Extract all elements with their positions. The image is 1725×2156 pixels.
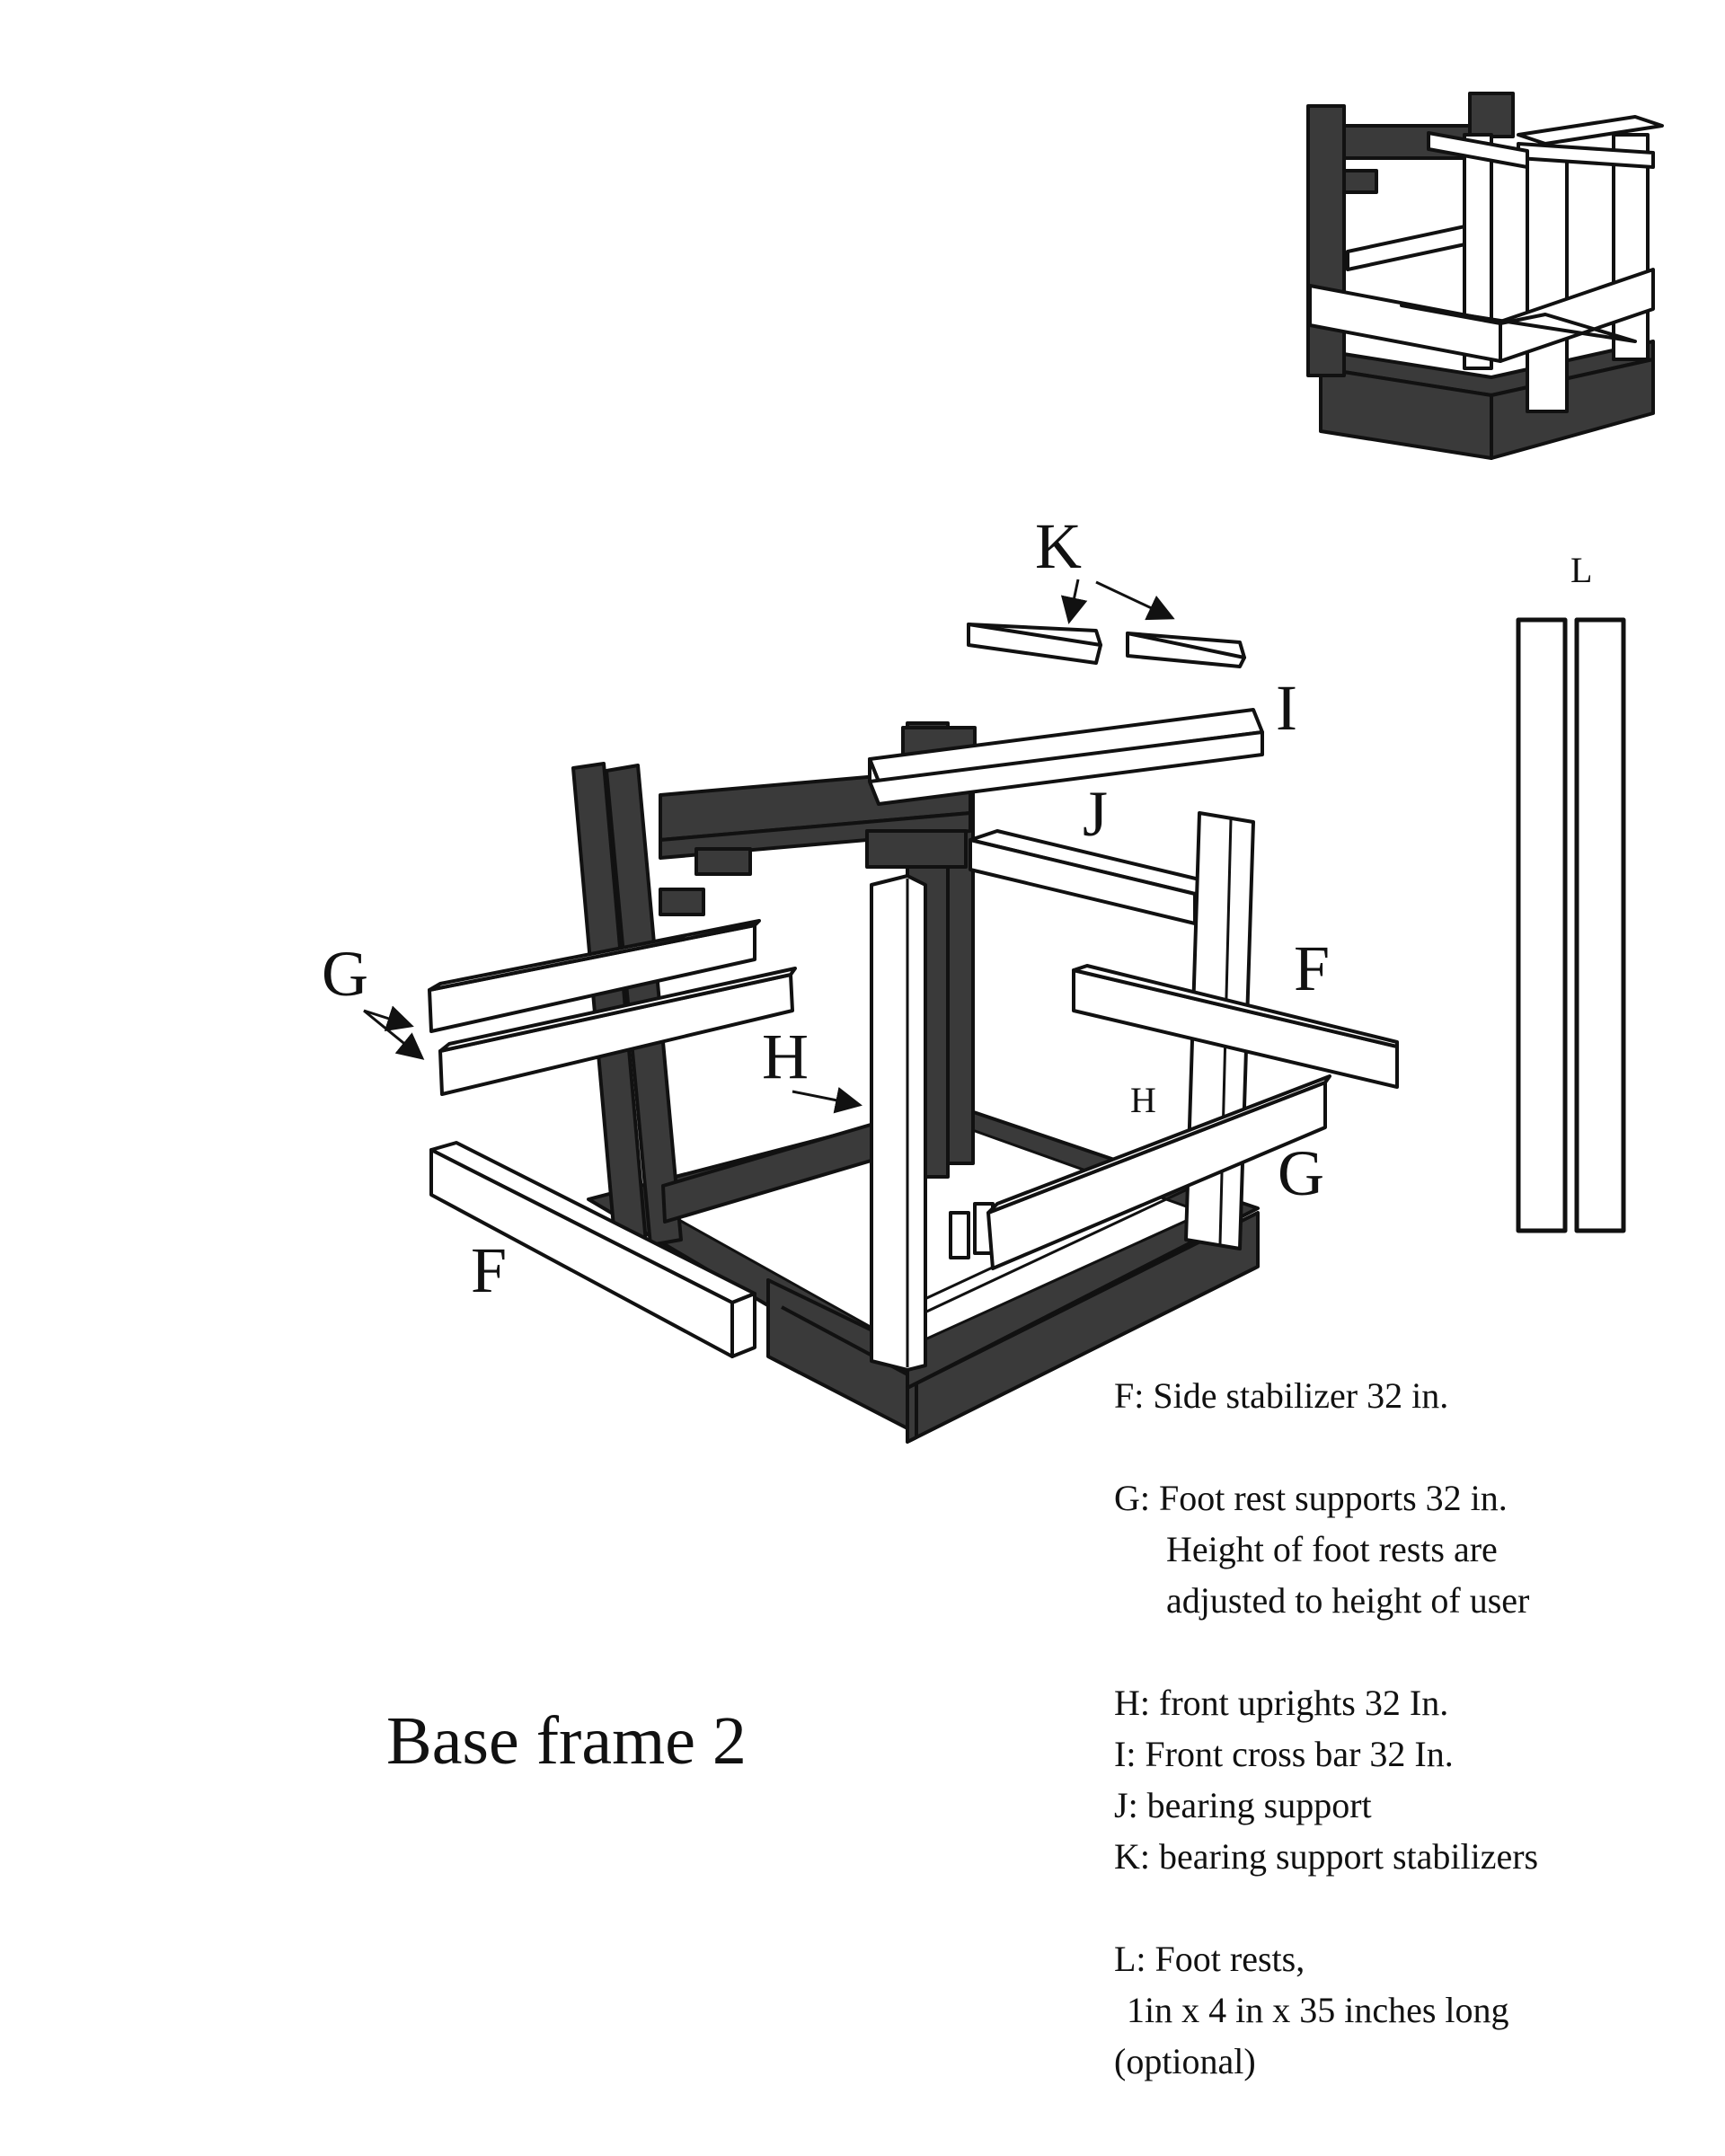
label-H-main: H xyxy=(762,1021,809,1092)
part-F-right-stabilizer xyxy=(1072,964,1399,1089)
legend-K: K: bearing support stabilizers xyxy=(1114,1836,1539,1877)
legend-F: F: Side stabilizer 32 in. xyxy=(1114,1375,1449,1416)
part-K-stabilizers xyxy=(967,623,1246,668)
part-G-left-supports xyxy=(428,919,797,1096)
part-G-right-support xyxy=(949,1074,1331,1270)
legend-G-line2: Height of foot rests are xyxy=(1166,1529,1498,1569)
label-K: K xyxy=(1035,510,1082,582)
label-F-right: F xyxy=(1294,932,1331,1004)
label-G-left: G xyxy=(322,938,368,1010)
part-H-left-upright xyxy=(870,874,927,1372)
label-L: L xyxy=(1570,550,1593,590)
legend-L: L: Foot rests, xyxy=(1114,1939,1305,1979)
label-I: I xyxy=(1276,672,1297,744)
label-F-left: F xyxy=(471,1234,508,1306)
part-F-left-stabilizer xyxy=(429,1141,756,1358)
assembled-thumbnail xyxy=(1306,92,1664,460)
legend-H: H: front uprights 32 In. xyxy=(1114,1683,1449,1723)
pointer-arrows xyxy=(363,579,1175,1114)
legend-I: I: Front cross bar 32 In. xyxy=(1114,1734,1454,1774)
part-L-foot-rests xyxy=(1516,617,1626,1233)
parts-legend: F: Side stabilizer 32 in. G: Foot rest s… xyxy=(1114,1370,1538,2087)
part-I-front-cross-bar xyxy=(868,708,1264,806)
label-H-small: H xyxy=(1130,1080,1156,1120)
legend-G: G: Foot rest supports 32 in. xyxy=(1114,1478,1508,1518)
legend-G-line3: adjusted to height of user xyxy=(1166,1580,1530,1621)
legend-L-line2: 1in x 4 in x 35 inches long xyxy=(1127,1990,1509,2030)
diagram-title: Base frame 2 xyxy=(386,1703,747,1779)
legend-J: J: bearing support xyxy=(1114,1785,1372,1825)
label-J: J xyxy=(1083,778,1109,850)
legend-L-line3: (optional) xyxy=(1114,2041,1256,2081)
label-G-right: G xyxy=(1278,1137,1324,1209)
